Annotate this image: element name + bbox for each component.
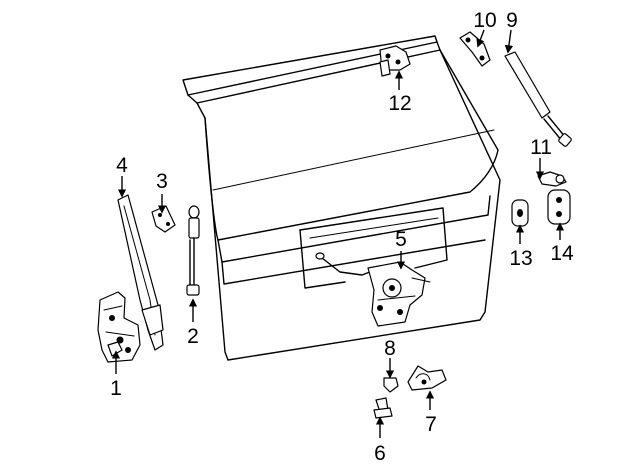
- callout-14: 14: [550, 242, 574, 265]
- part-strut-bracket: [459, 31, 491, 67]
- leader-arrows: [111, 29, 565, 438]
- callout-5: 5: [395, 228, 407, 251]
- part-bolt: [373, 397, 393, 419]
- callout-10: 10: [473, 9, 496, 32]
- callout-13: 13: [509, 247, 532, 270]
- part-trim-strip: [117, 194, 164, 351]
- part-bracket: [151, 205, 176, 233]
- callout-6: 6: [374, 442, 386, 465]
- part-latch-assembly-left: [97, 291, 141, 363]
- callout-4: 4: [116, 154, 128, 177]
- part-bumper-small: [511, 199, 529, 227]
- part-striker: [407, 365, 447, 391]
- callout-1: 1: [110, 377, 122, 400]
- callout-7: 7: [425, 413, 437, 436]
- part-stud: [537, 171, 567, 187]
- callout-3: 3: [156, 170, 168, 193]
- part-hinge: [379, 45, 411, 77]
- part-gas-strut-right: [504, 51, 572, 147]
- part-bumper: [547, 189, 571, 225]
- callout-11: 11: [530, 136, 552, 159]
- part-lock-actuator: [315, 252, 431, 327]
- callout-9: 9: [506, 9, 518, 32]
- part-gas-strut-left: [186, 205, 200, 296]
- callout-8: 8: [384, 337, 396, 360]
- callout-12: 12: [388, 92, 411, 115]
- callout-labels: 1 2 3 4 5 6 7 8 9 10 11 12 13 14: [110, 9, 574, 465]
- callout-2: 2: [187, 325, 199, 348]
- part-clip: [383, 377, 399, 393]
- liftgate-panel: [182, 35, 501, 361]
